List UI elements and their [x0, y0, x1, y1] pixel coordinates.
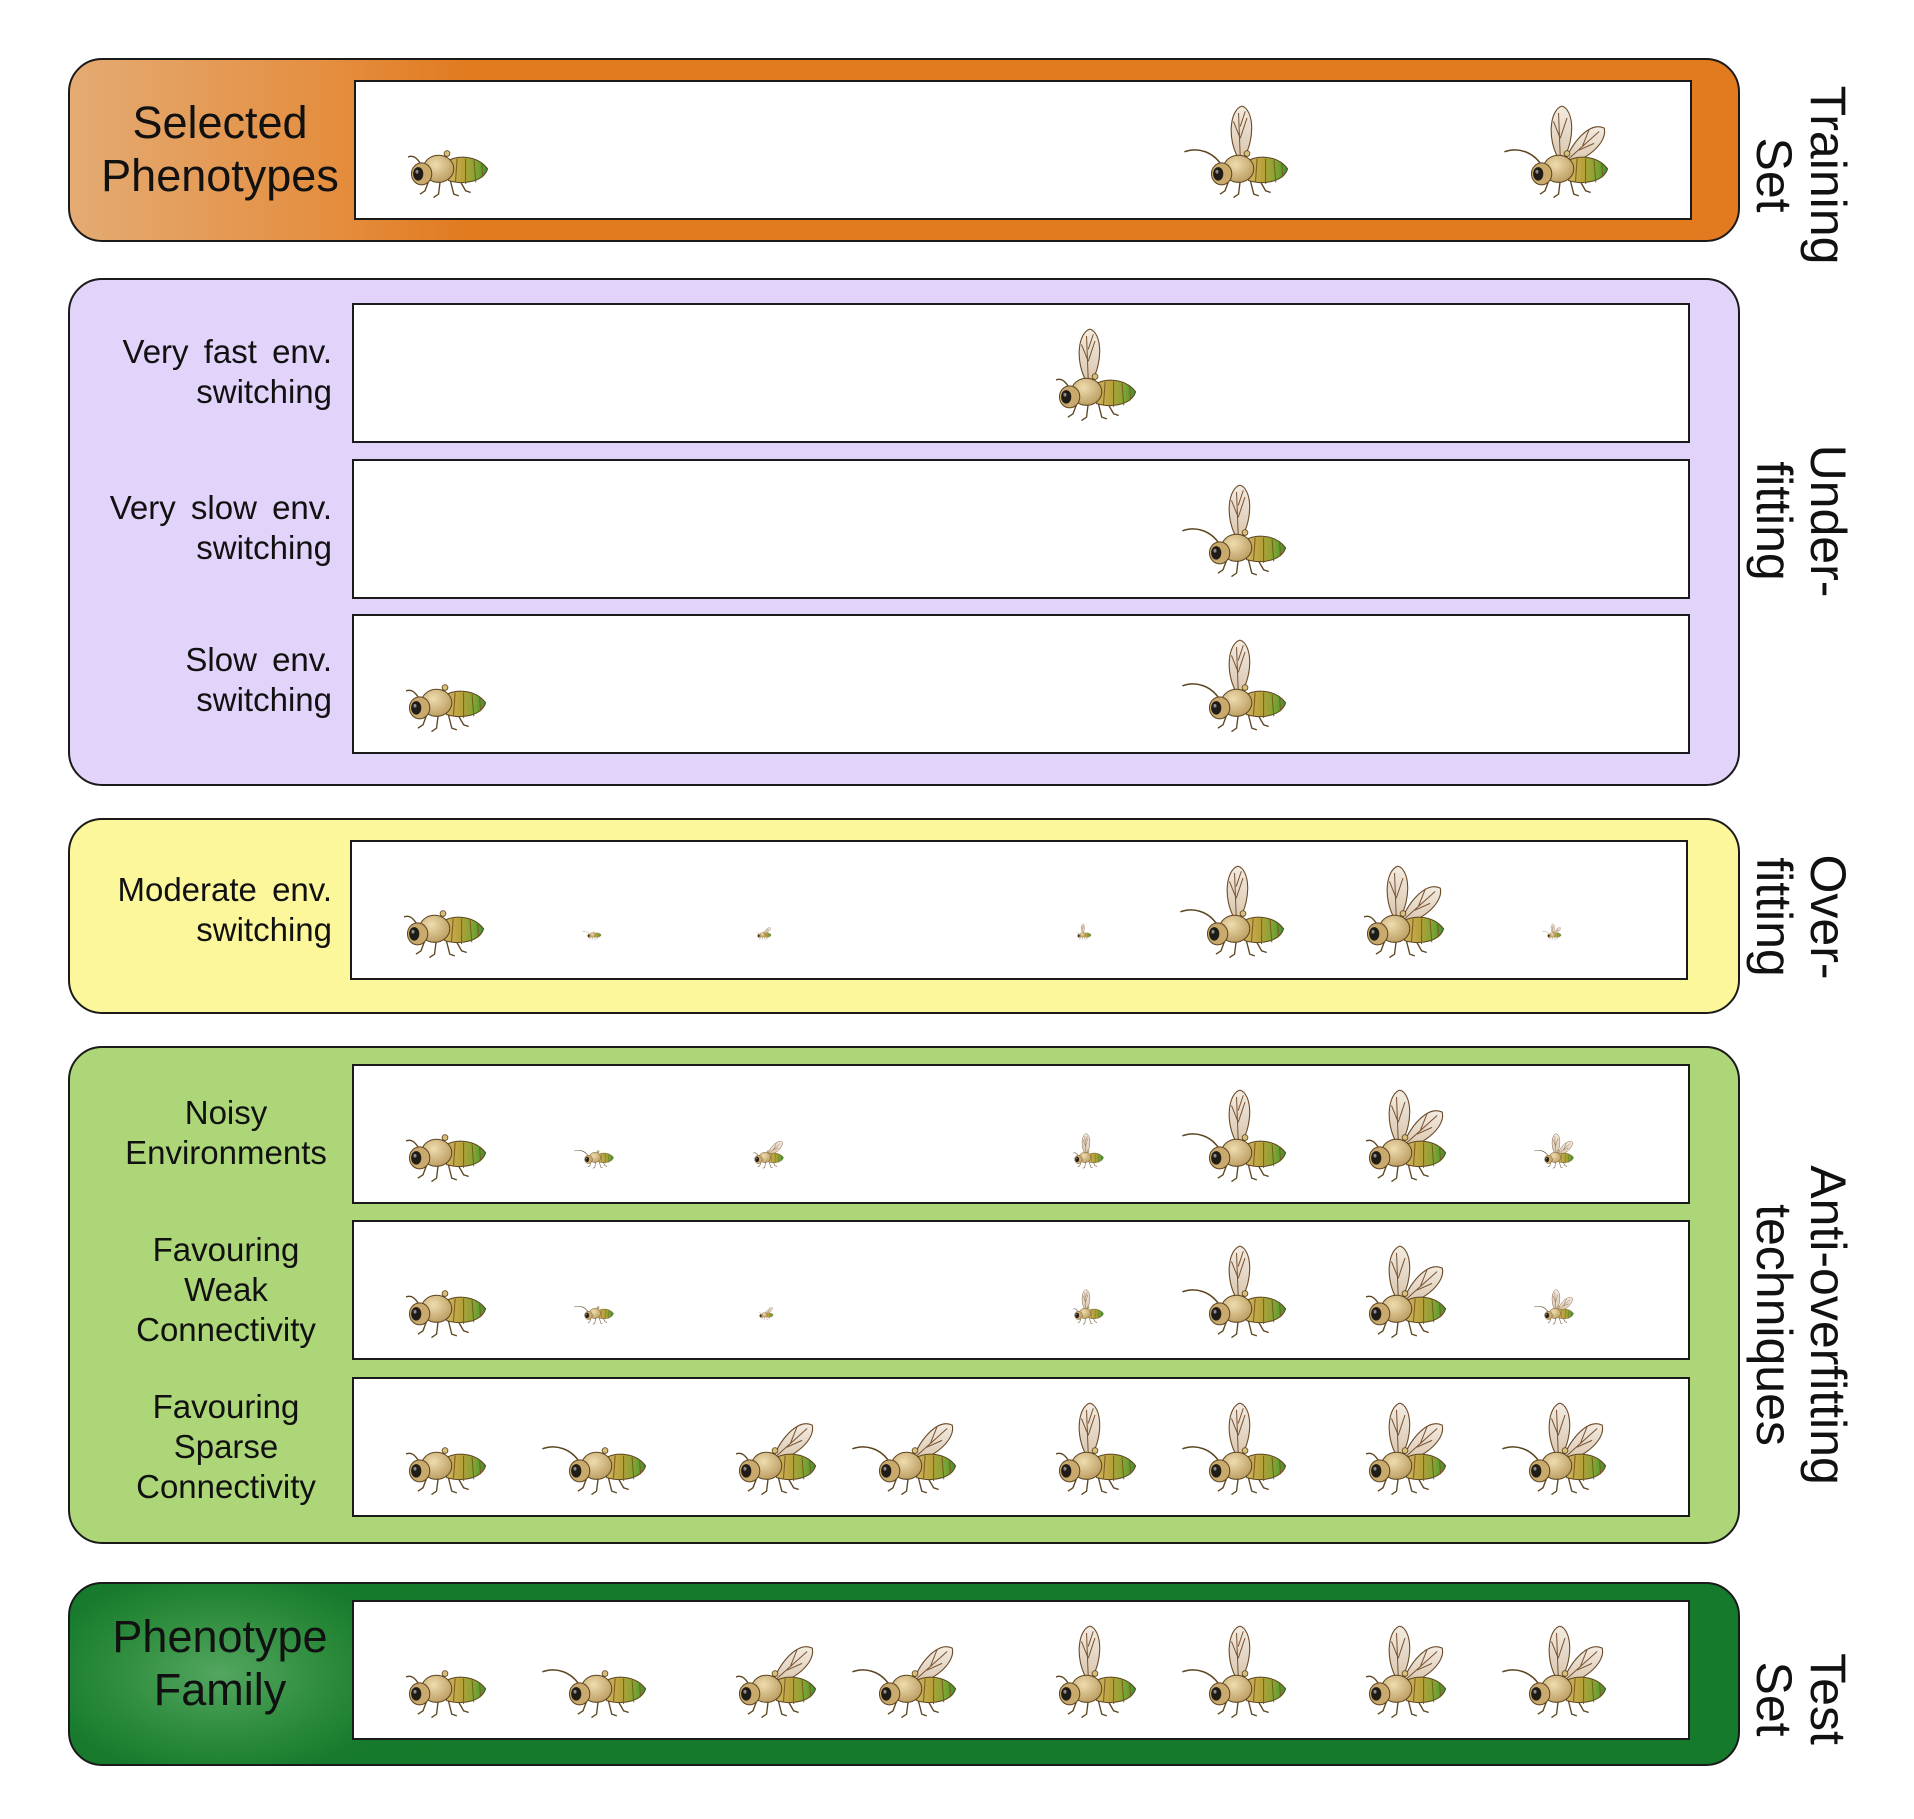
row-label-moderate-switching: Moderate env. switching	[117, 871, 332, 948]
phenotype-family-heading: Phenotype Family	[112, 1611, 328, 1715]
insect-upright-wing-long-antenna-icon	[1179, 1383, 1289, 1513]
insect-upright-wing-long-antenna-icon	[1179, 465, 1289, 595]
row-label-sparse-connectivity: Favouring Sparse Connectivity	[136, 1388, 316, 1505]
insect-back-wing-long-antenna-icon	[849, 1606, 959, 1736]
noisy-environments-row	[352, 1064, 1690, 1204]
insect-upright-wing-long-antenna-icon	[1179, 1070, 1289, 1200]
moderate-switching-row	[350, 840, 1688, 980]
insect-upright-wing-short-antenna-icon	[1029, 1383, 1139, 1513]
insect-wingless-short-antenna-icon	[379, 620, 489, 750]
training-set-side-label: Training Set	[1746, 85, 1856, 265]
insect-upright-wing-long-antenna-icon	[1181, 86, 1291, 216]
insect-two-wing-long-antenna-icon	[1499, 1606, 1609, 1736]
test-phenotype-row	[352, 1600, 1690, 1740]
slow-switching-row	[352, 614, 1690, 754]
training-phenotype-row	[354, 80, 1692, 220]
insect-back-wing-short-antenna-icon	[709, 1606, 819, 1736]
row-label-slow-switching: Slow env. switching	[185, 641, 332, 718]
insect-two-wing-short-antenna-icon	[1337, 846, 1447, 976]
insect-wingless-long-antenna-icon	[573, 1126, 615, 1175]
insect-back-wing-short-antenna-icon	[743, 1126, 785, 1175]
insect-wingless-long-antenna-icon	[573, 1282, 615, 1331]
row-label-weak-connectivity: Favouring Weak Connectivity	[136, 1231, 316, 1348]
insect-wingless-long-antenna-icon	[539, 1383, 649, 1513]
insect-wingless-short-antenna-icon	[381, 86, 491, 216]
insect-two-wing-short-antenna-icon	[1339, 1070, 1449, 1200]
insect-wingless-short-antenna-icon	[379, 1383, 489, 1513]
row-label-noisy-environments: Noisy Environments	[125, 1094, 327, 1171]
test-set-side-label: Test Set	[1746, 1653, 1856, 1745]
weak-connectivity-row	[352, 1220, 1690, 1360]
anti-overfitting-side-label: Anti-overfitting techniques	[1746, 1165, 1856, 1485]
insect-upright-wing-short-antenna-icon	[1072, 920, 1092, 943]
insect-wingless-short-antenna-icon	[379, 1070, 489, 1200]
overfitting-side-label: Over- fitting	[1746, 854, 1856, 980]
insect-upright-wing-long-antenna-icon	[1179, 620, 1289, 750]
row-label-very-slow-switching: Very slow env. switching	[109, 489, 332, 566]
very-fast-switching-row	[352, 303, 1690, 443]
insect-wingless-short-antenna-icon	[379, 1606, 489, 1736]
insect-two-wing-short-antenna-icon	[1339, 1383, 1449, 1513]
insect-two-wing-long-antenna-icon	[1542, 920, 1562, 943]
insect-back-wing-short-antenna-icon	[752, 920, 772, 943]
insect-upright-wing-short-antenna-icon	[1029, 1606, 1139, 1736]
insect-two-wing-short-antenna-icon	[1339, 1606, 1449, 1736]
selected-phenotypes-heading: Selected Phenotypes	[101, 97, 339, 201]
insect-back-wing-short-antenna-icon	[754, 1300, 774, 1323]
insect-upright-wing-short-antenna-icon	[1063, 1282, 1105, 1331]
insect-upright-wing-long-antenna-icon	[1179, 1606, 1289, 1736]
insect-wingless-short-antenna-icon	[377, 846, 487, 976]
insect-wingless-long-antenna-icon	[582, 920, 602, 943]
insect-upright-wing-long-antenna-icon	[1177, 846, 1287, 976]
insect-two-wing-long-antenna-icon	[1499, 1383, 1609, 1513]
insect-two-wing-long-antenna-icon	[1533, 1126, 1575, 1175]
insect-upright-wing-long-antenna-icon	[1179, 1226, 1289, 1356]
insect-wingless-long-antenna-icon	[539, 1606, 649, 1736]
insect-wingless-short-antenna-icon	[379, 1226, 489, 1356]
underfitting-side-label: Under- fitting	[1746, 444, 1856, 598]
insect-two-wing-short-antenna-icon	[1339, 1226, 1449, 1356]
insect-upright-wing-short-antenna-icon	[1063, 1126, 1105, 1175]
sparse-connectivity-row	[352, 1377, 1690, 1517]
very-slow-switching-row	[352, 459, 1690, 599]
insect-back-wing-short-antenna-icon	[709, 1383, 819, 1513]
insect-two-wing-long-antenna-icon	[1533, 1282, 1575, 1331]
insect-back-wing-long-antenna-icon	[849, 1383, 959, 1513]
row-label-very-fast-switching: Very fast env. switching	[122, 333, 332, 410]
insect-upright-wing-short-antenna-icon	[1029, 309, 1139, 439]
insect-two-wing-long-antenna-icon	[1501, 86, 1611, 216]
